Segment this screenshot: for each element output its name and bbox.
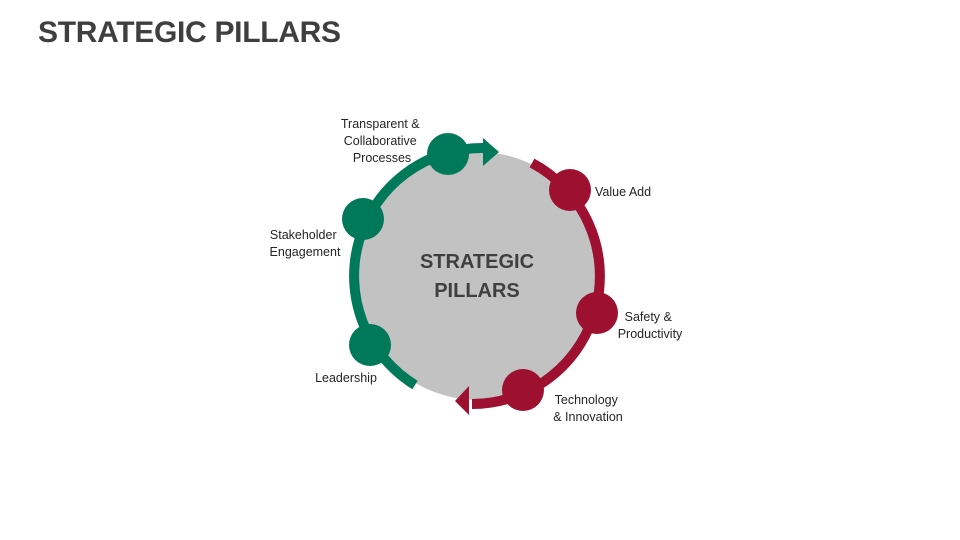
label-leadership: Leadership: [315, 371, 377, 385]
red-arrowhead-icon: [455, 386, 469, 415]
center-circle: [354, 152, 602, 400]
green-arrowhead-icon: [483, 138, 499, 166]
center-title-line-2: PILLARS: [434, 280, 520, 302]
label-transparent-line: Collaborative: [344, 134, 417, 148]
label-stakeholder: Stakeholder Engagement: [270, 228, 341, 259]
label-technology: Technology & Innovation: [553, 393, 623, 424]
label-value-line: Value Add: [595, 185, 651, 199]
center-title-line-1: STRATEGIC: [420, 251, 534, 273]
node-stakeholder: [342, 198, 384, 240]
label-transparent-line: Processes: [353, 151, 411, 165]
node-transparent: [427, 133, 469, 175]
node-technology: [502, 369, 544, 411]
label-transparent: Transparent & Collaborative Processes: [341, 117, 423, 165]
label-leadership-line: Leadership: [315, 371, 377, 385]
node-safety: [576, 292, 618, 334]
slide-title: STRATEGIC PILLARS: [38, 16, 341, 49]
label-safety: Safety & Productivity: [618, 310, 683, 341]
label-value: Value Add: [595, 185, 651, 199]
node-value: [549, 169, 591, 211]
label-safety-line: Productivity: [618, 327, 683, 341]
label-safety-line: Safety &: [625, 310, 673, 324]
label-stakeholder-line: Engagement: [270, 245, 341, 259]
node-leadership: [349, 324, 391, 366]
label-technology-line: Technology: [555, 393, 619, 407]
label-technology-line: & Innovation: [553, 410, 623, 424]
label-stakeholder-line: Stakeholder: [270, 228, 337, 242]
label-transparent-line: Transparent &: [341, 117, 420, 131]
